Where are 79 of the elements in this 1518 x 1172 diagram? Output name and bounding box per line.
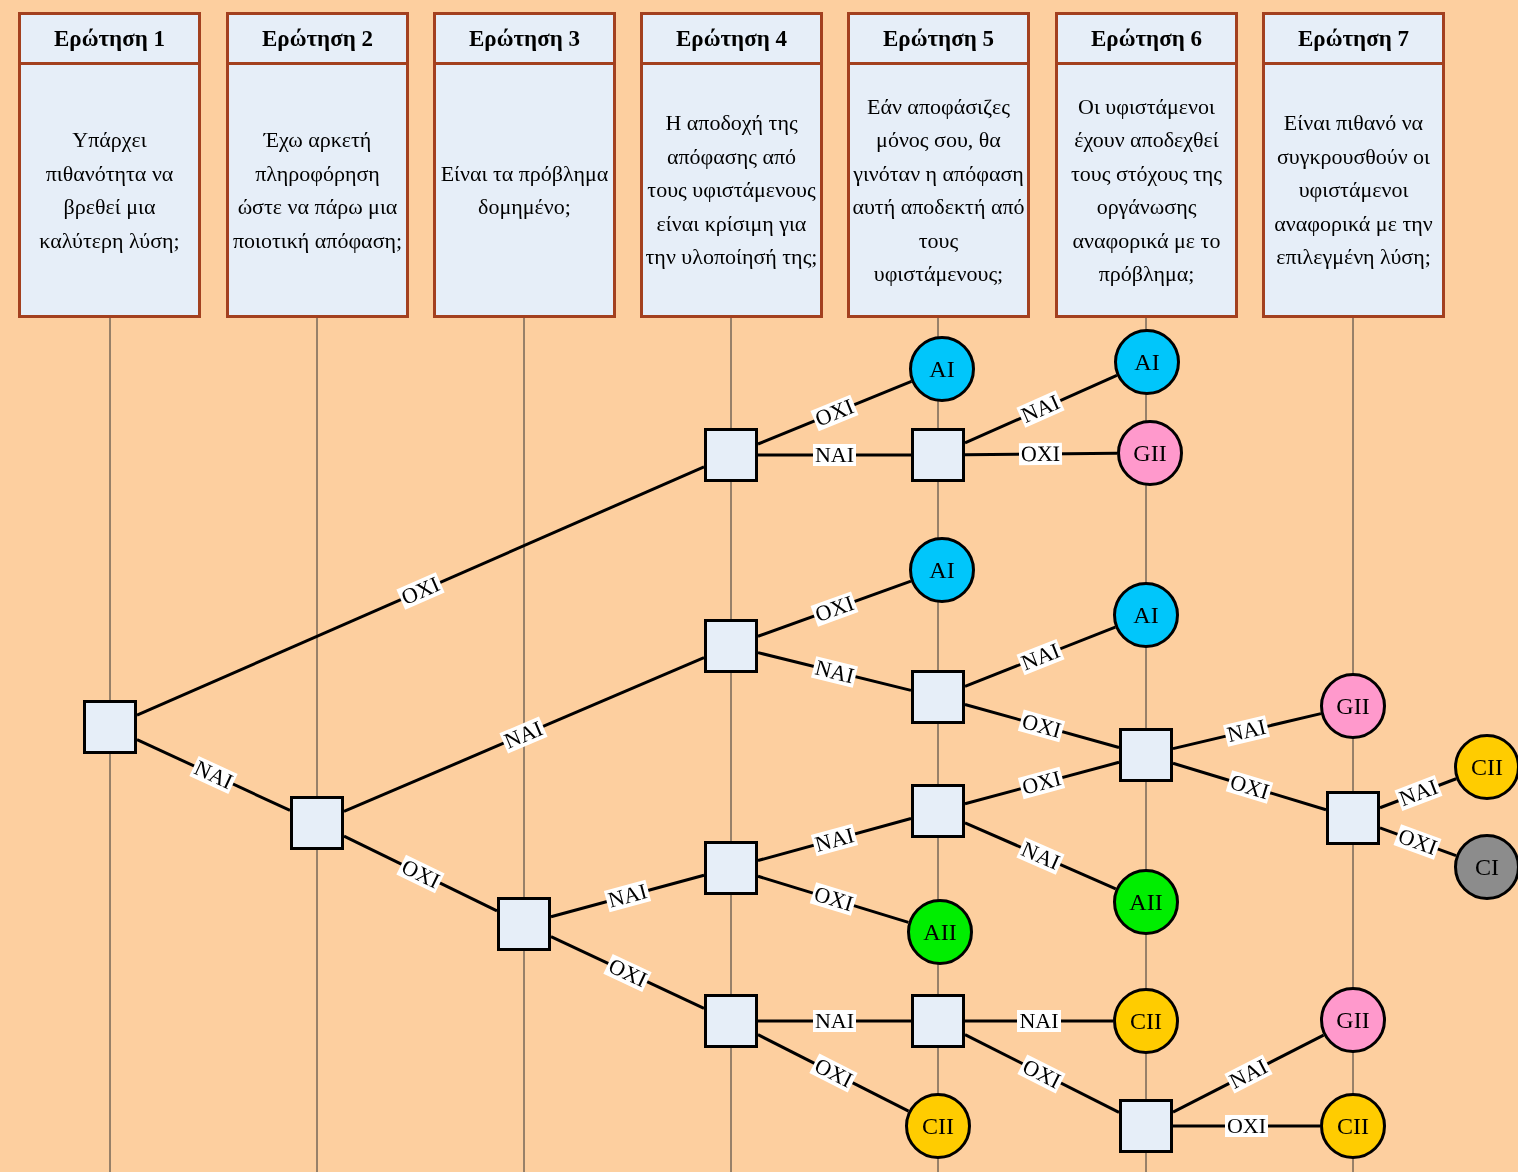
edge-label: ΟΧΙ xyxy=(809,882,858,917)
outcome-circle: AI xyxy=(1114,329,1180,395)
question-text: Είναι πιθανό να συγκρουσθούν οι υφιστάμενοι αναφορικά με την επιλεγμένη λύση; xyxy=(1273,109,1434,272)
edge-label: ΟΧΙ xyxy=(809,1053,858,1093)
question-box xyxy=(640,12,823,318)
question-text: Έχω αρκετή πληροφόρηση ώστε να πάρω μια ποιοτική απόφαση; xyxy=(231,126,404,255)
question-text: Υπάρχει πιθανότητα να βρεθεί μια καλύτερη λύση; xyxy=(38,126,181,255)
edge-label: ΝΑΙ xyxy=(1394,775,1443,812)
edge-label: ΝΑΙ xyxy=(1016,390,1066,428)
decision-square xyxy=(1119,1099,1173,1153)
edge-label: ΟΧΙ xyxy=(1393,824,1442,860)
edge-label: ΝΑΙ xyxy=(1017,1010,1061,1032)
edge-label: ΝΑΙ xyxy=(499,715,549,754)
outcome-circle: CII xyxy=(1113,988,1179,1054)
question-box xyxy=(433,12,616,318)
tree-branch xyxy=(343,656,705,813)
outcome-circle: GII xyxy=(1117,420,1183,486)
edge-label: ΝΑΙ xyxy=(603,879,652,913)
edge-label: ΝΑΙ xyxy=(812,444,857,466)
decision-square xyxy=(911,670,965,724)
question-box xyxy=(1055,12,1238,318)
outcome-circle: AII xyxy=(907,899,973,965)
outcome-circle: CII xyxy=(1454,734,1518,800)
question-text: Εάν αποφάσιζες μόνος σου, θα γινόταν η απόφαση αυτή αποδεκτή από τους υφιστάμενους; xyxy=(852,92,1025,288)
question-header: Ερώτηση 5 xyxy=(850,15,1027,65)
edge-label: ΝΑΙ xyxy=(810,823,859,856)
decision-square xyxy=(911,428,965,482)
decision-square xyxy=(704,994,758,1048)
outcome-circle: AI xyxy=(909,336,975,402)
decision-square xyxy=(911,994,965,1048)
outcome-circle: GII xyxy=(1320,673,1386,739)
outcome-circle: AII xyxy=(1113,869,1179,935)
tree-branch xyxy=(136,465,705,717)
edge-label: ΝΑΙ xyxy=(1016,638,1065,675)
decision-square xyxy=(704,619,758,673)
edge-label: ΟΧΙ xyxy=(810,394,859,432)
outcome-circle: GII xyxy=(1320,987,1386,1053)
edge-label: ΟΧΙ xyxy=(1018,766,1066,800)
edge-label: ΝΑΙ xyxy=(189,755,238,795)
edge-label: ΟΧΙ xyxy=(396,854,445,893)
outcome-circle: AI xyxy=(1113,582,1179,648)
edge-label: ΝΑΙ xyxy=(812,1010,857,1032)
decision-square xyxy=(1326,791,1380,845)
edge-label: ΝΑΙ xyxy=(1016,837,1065,875)
edge-label: ΟΧΙ xyxy=(1019,442,1063,466)
edge-label: ΝΑΙ xyxy=(1223,715,1271,747)
question-header: Ερώτηση 4 xyxy=(643,15,820,65)
question-box xyxy=(847,12,1030,318)
edge-label: ΟΧΙ xyxy=(810,591,859,627)
question-box xyxy=(226,12,409,318)
decision-square xyxy=(704,428,758,482)
question-text: Οι υφιστάμενοι έχουν αποδεχθεί τους στόχους της οργάνωσης αναφορικά με το πρόβλημα; xyxy=(1069,92,1224,288)
question-box xyxy=(18,12,201,318)
edge-label: ΝΑΙ xyxy=(1224,1054,1273,1094)
decision-square xyxy=(290,796,344,850)
outcome-circle: AI xyxy=(909,537,975,603)
question-text: Είναι τα πρόβλημα δομημένο; xyxy=(439,159,610,221)
edge-label: ΟΧΙ xyxy=(1225,769,1274,804)
decision-square xyxy=(497,897,551,951)
question-box xyxy=(1262,12,1445,318)
decision-square xyxy=(911,784,965,838)
edge-label: ΟΧΙ xyxy=(1018,709,1066,743)
edge-label: ΟΧΙ xyxy=(396,572,445,610)
decision-square xyxy=(704,841,758,895)
edge-label: ΝΑΙ xyxy=(810,655,859,688)
edge-label: ΟΧΙ xyxy=(603,953,652,992)
question-header: Ερώτηση 3 xyxy=(436,15,613,65)
edge-label: ΟΧΙ xyxy=(1224,1115,1269,1137)
question-header: Ερώτηση 7 xyxy=(1265,15,1442,65)
edge-label: ΟΧΙ xyxy=(1017,1053,1067,1094)
question-text: Η αποδοχή της απόφασης από τους υφιστάμενους είναι κρίσιμη για την υλοποίησή της; xyxy=(645,109,818,272)
outcome-circle: CII xyxy=(1320,1093,1386,1159)
decision-square xyxy=(1119,728,1173,782)
question-header: Ερώτηση 6 xyxy=(1058,15,1235,65)
outcome-circle: CII xyxy=(905,1093,971,1159)
decision-square xyxy=(83,700,137,754)
outcome-circle: CI xyxy=(1454,834,1518,900)
question-header: Ερώτηση 2 xyxy=(229,15,406,65)
question-header: Ερώτηση 1 xyxy=(21,15,198,65)
